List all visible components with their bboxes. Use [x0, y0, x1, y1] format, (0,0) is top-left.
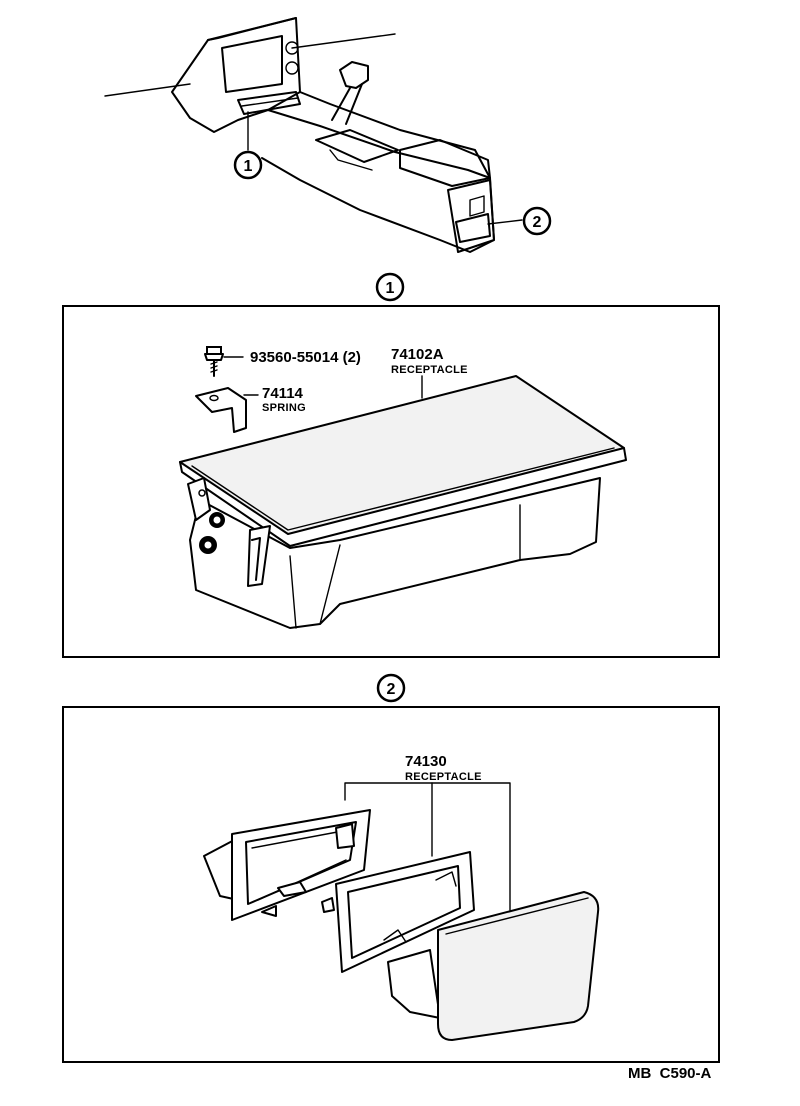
- figure-code: MB C590-A: [628, 1065, 712, 1082]
- receptacle-74102a: [179, 375, 627, 629]
- receptacle-74130-name: RECEPTACLE: [405, 771, 482, 783]
- spring-part-number: 74114: [262, 385, 304, 402]
- spring-74114: [195, 387, 259, 433]
- receptacle-74102a-name: RECEPTACLE: [391, 364, 468, 376]
- callout-2-heading-label: 2: [387, 681, 396, 698]
- callout-2-overview: 2: [522, 206, 552, 236]
- panel-1-frame: [62, 305, 720, 658]
- bolt-part-number: 93560-55014 (2): [250, 349, 361, 366]
- receptacle-74130-part-number: 74130: [405, 753, 447, 770]
- callout-1-heading-label: 1: [386, 280, 395, 297]
- callout-1-overview-label: 1: [244, 158, 253, 175]
- callout-1-overview: 1: [233, 150, 263, 180]
- panel-2-frame: [62, 706, 720, 1063]
- callout-2-heading: 2: [376, 673, 406, 703]
- callout-2-overview-label: 2: [533, 214, 542, 231]
- callout-1-heading: 1: [375, 272, 405, 302]
- bolt-93560: [204, 346, 244, 377]
- receptacle-74102a-part-number: 74102A: [391, 346, 444, 363]
- spring-name: SPRING: [262, 402, 306, 414]
- receptacle-74130: [203, 809, 600, 1041]
- console-overview: [104, 17, 523, 253]
